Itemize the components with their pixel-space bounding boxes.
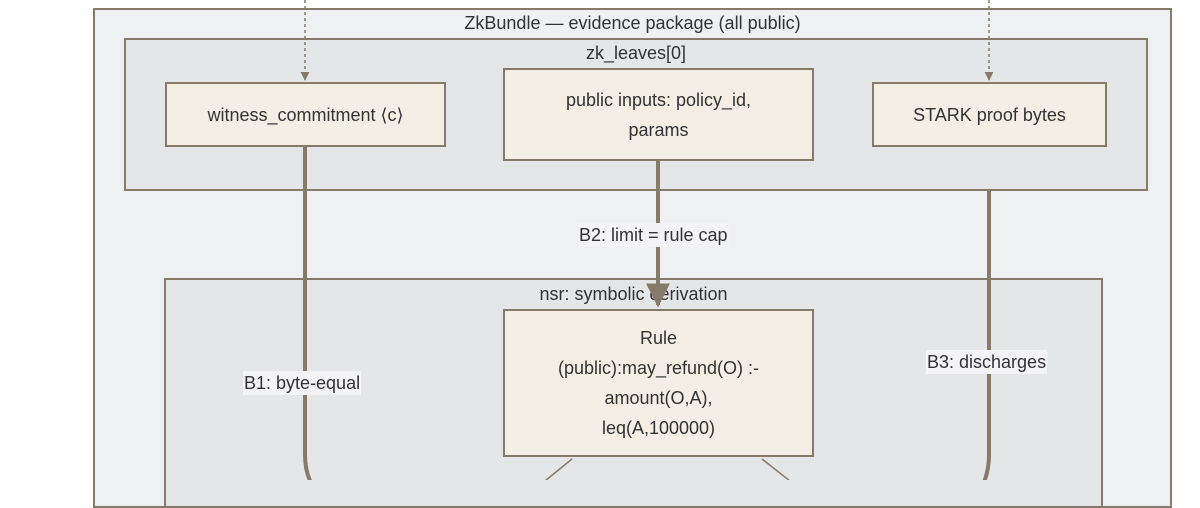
public-inputs-line-1: public inputs: policy_id, xyxy=(565,89,752,110)
rule-line-3: amount(O,A), xyxy=(604,388,713,408)
edge-label-b3: B3: discharges xyxy=(926,350,1048,374)
zk-leaves-title: zk_leaves[0] xyxy=(585,43,687,63)
stark-proof-label: STARK proof bytes xyxy=(913,104,1066,125)
public-inputs-line-2: params xyxy=(628,119,689,140)
edge-b1 xyxy=(303,147,312,480)
stark-proof-node: STARK proof bytes xyxy=(872,82,1107,147)
rule-out-edge-left xyxy=(544,458,573,480)
rule-out-edge-right xyxy=(761,458,790,480)
edge-label-b1: B1: byte-equal xyxy=(243,371,362,395)
public-inputs-node: public inputs: policy_id, params xyxy=(503,68,814,161)
rule-line-1: Rule xyxy=(639,328,678,348)
rule-line-4: leq(A,100000) xyxy=(601,418,716,438)
nsr-title: nsr: symbolic derivation xyxy=(539,284,728,304)
rule-line-2: (public):may_refund(O) :- xyxy=(557,358,760,378)
edge-label-b2: B2: limit = rule cap xyxy=(578,223,729,247)
rule-node: Rule (public):may_refund(O) :- amount(O,… xyxy=(503,309,814,457)
edge-b3 xyxy=(982,191,991,480)
witness-commitment-node: witness_commitment ⟨c⟩ xyxy=(165,82,446,147)
witness-commitment-label: witness_commitment ⟨c⟩ xyxy=(207,104,404,125)
zkbundle-title: ZkBundle — evidence package (all public) xyxy=(464,13,801,33)
